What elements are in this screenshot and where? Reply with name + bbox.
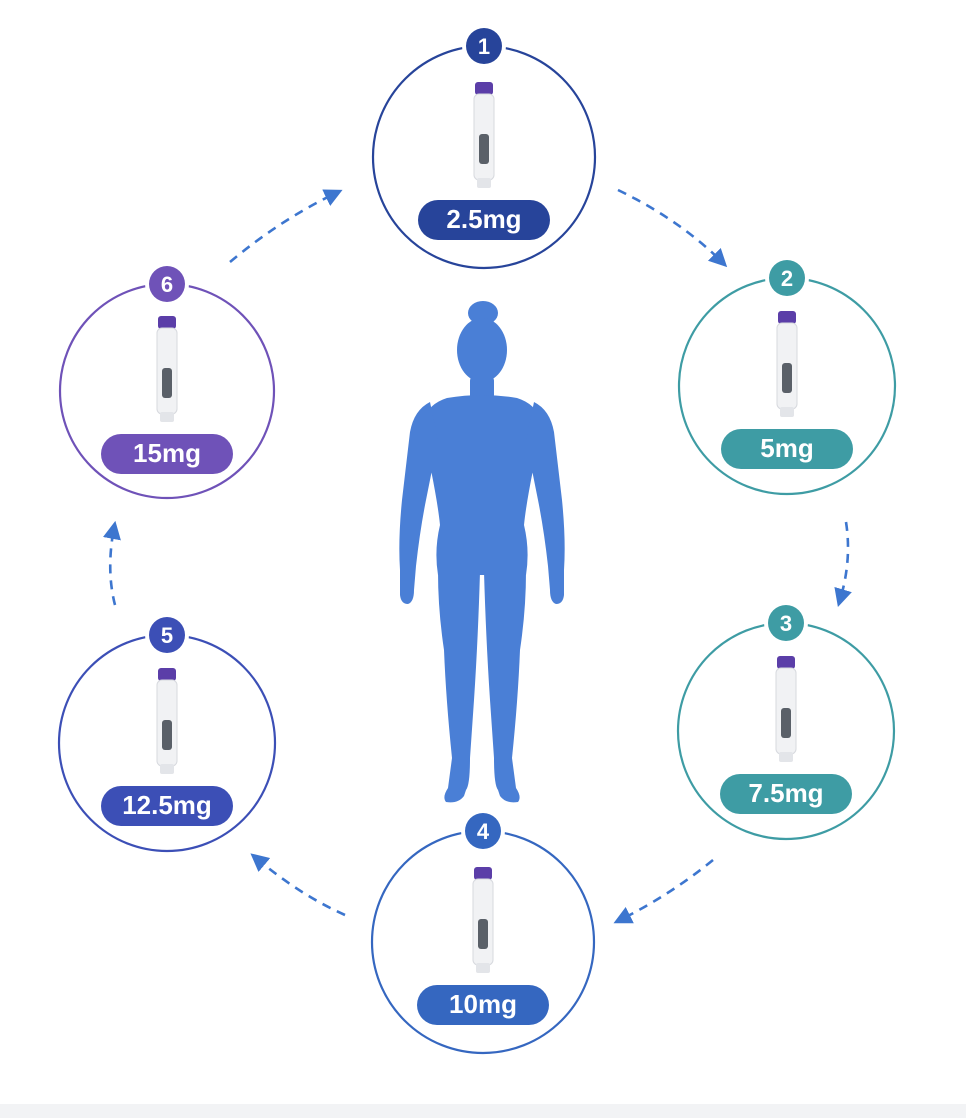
bottom-strip: [0, 1104, 966, 1118]
dashed-arrow-icon: [613, 858, 714, 924]
dose-step-6: 15mg 6: [58, 262, 276, 500]
dashed-arrow-icon: [229, 189, 343, 263]
dose-label: 7.5mg: [748, 778, 823, 808]
dose-label: 5mg: [760, 433, 813, 463]
injection-pen-icon: [156, 668, 178, 774]
step-number: 1: [478, 34, 490, 59]
dose-step-3: 7.5mg 3: [676, 601, 896, 841]
dose-pill: [720, 774, 852, 814]
dose-step-5: 12.5mg 5: [57, 613, 277, 853]
dose-step-4: 10mg 4: [370, 809, 596, 1055]
injection-pen-icon: [473, 82, 495, 188]
dose-pill: [417, 985, 549, 1025]
step-number-badge: [466, 28, 502, 64]
step-number: 4: [477, 819, 490, 844]
dashed-arrow-icon: [834, 521, 852, 607]
human-body-icon: [399, 301, 565, 803]
arrows-layer: [103, 188, 852, 924]
injection-pen-icon: [775, 656, 797, 762]
dose-label: 12.5mg: [122, 790, 212, 820]
dose-step-2: 5mg 2: [677, 256, 897, 496]
step-number: 6: [161, 272, 173, 297]
step-number: 2: [781, 266, 793, 291]
step-number-badge: [768, 605, 804, 641]
step-number-badge: [149, 266, 185, 302]
dose-step-1: 2.5mg 1: [371, 24, 597, 270]
step-number-badge: [149, 617, 185, 653]
dose-pill: [101, 434, 233, 474]
step-number: 5: [161, 623, 173, 648]
dose-label: 2.5mg: [446, 204, 521, 234]
dose-pill: [721, 429, 853, 469]
dose-pill: [101, 786, 233, 826]
step-number-badge: [769, 260, 805, 296]
dashed-arrow-icon: [250, 853, 346, 917]
dose-label: 15mg: [133, 438, 201, 468]
step-number-badge: [465, 813, 501, 849]
injection-pen-icon: [156, 316, 178, 422]
dose-label: 10mg: [449, 989, 517, 1019]
dashed-arrow-icon: [103, 520, 121, 606]
injection-pen-icon: [776, 311, 798, 417]
dose-pill: [418, 200, 550, 240]
injection-pen-icon: [472, 867, 494, 973]
dashed-arrow-icon: [617, 188, 728, 268]
step-number: 3: [780, 611, 792, 636]
